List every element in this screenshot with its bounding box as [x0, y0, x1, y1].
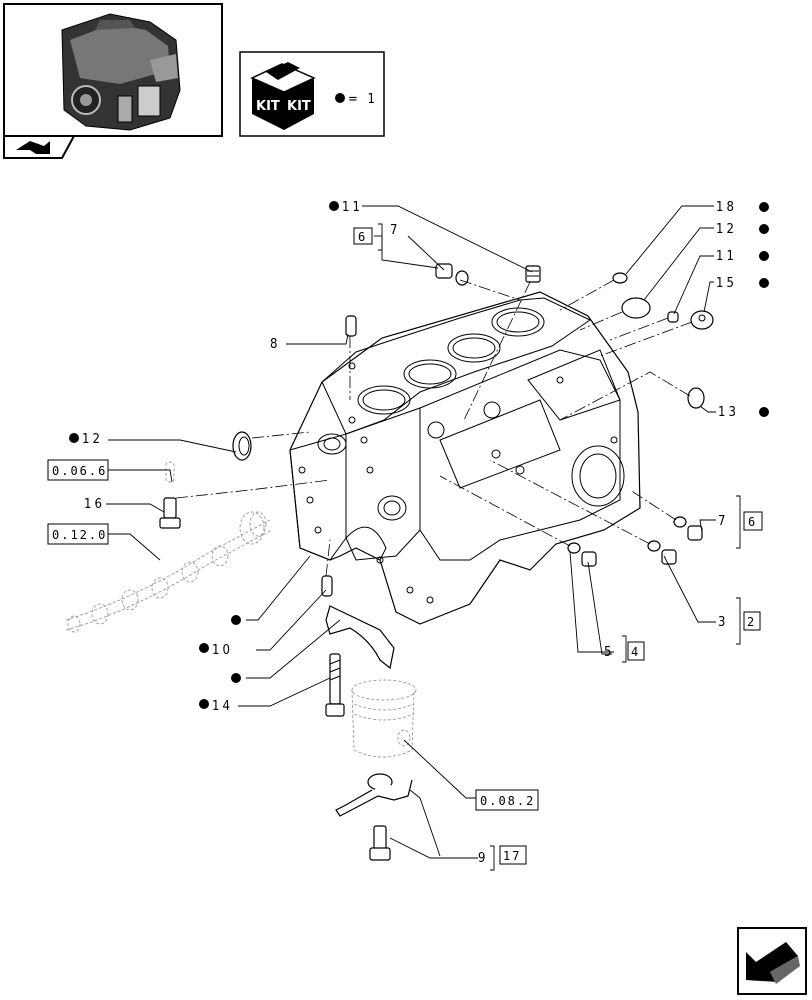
callout-12-left[interactable]: 12 [82, 432, 103, 447]
leader-lines [106, 205, 741, 871]
callout-9[interactable]: 9 [478, 851, 488, 866]
ref-box-0-08-2 [475, 789, 539, 811]
callout-3[interactable]: 3 [718, 615, 728, 630]
callout-box-6-left [353, 227, 373, 245]
nav-back-tab[interactable] [3, 135, 76, 159]
kit-equals-label: = 1 [348, 92, 378, 107]
callouts: 11 6 7 8 12 0.06.6 16 0.12.0 10 14 0.08.… [47, 200, 769, 866]
ghost-dowel [165, 461, 175, 483]
bullet-dot-icon [231, 615, 241, 625]
callout-11-top[interactable]: 11 [342, 200, 363, 215]
camshaft-ghost [65, 511, 273, 633]
engine-thumbnail-icon [61, 13, 181, 131]
callout-box-6-right [743, 511, 763, 531]
engine-block [289, 291, 641, 625]
callout-10[interactable]: 10 [212, 643, 233, 658]
kit-box-icon: KIT KIT [250, 62, 316, 130]
nav-back-arrow-icon [16, 141, 50, 154]
plug-13[interactable] [687, 387, 705, 409]
bullet-dot-icon [199, 699, 209, 709]
ref-box-0-12-0 [47, 523, 109, 545]
callout-box-17 [499, 845, 527, 865]
callout-17[interactable]: 17 [503, 849, 521, 863]
ref-0-08-2[interactable]: 0.08.2 [480, 794, 535, 808]
bullet-dot-icon [759, 251, 769, 261]
parts [159, 263, 714, 861]
callout-2[interactable]: 2 [747, 615, 756, 629]
bolt-14[interactable] [325, 653, 345, 717]
callout-11-right[interactable]: 11 [716, 249, 737, 264]
bullet-dot-icon [759, 202, 769, 212]
bullet-dot-icon [231, 673, 241, 683]
kit-text-right: KIT [287, 99, 311, 114]
callout-6-right[interactable]: 6 [748, 515, 757, 529]
engine-thumbnail[interactable] [3, 3, 223, 137]
callout-14[interactable]: 14 [212, 699, 233, 714]
plug-11-right[interactable] [667, 311, 679, 323]
callout-7-left[interactable]: 7 [390, 223, 400, 238]
plug-11-top[interactable] [525, 265, 541, 283]
ref-box-0-06-6 [47, 459, 109, 481]
callout-box-4 [627, 641, 645, 661]
callout-box-2 [743, 611, 761, 631]
plug-5[interactable] [567, 542, 597, 567]
center-lines [175, 279, 693, 577]
plug-3[interactable] [647, 540, 677, 565]
bolt-9[interactable] [369, 825, 391, 861]
callout-16[interactable]: 16 [84, 497, 105, 512]
ref-0-06-6[interactable]: 0.06.6 [52, 464, 107, 478]
seal-12-left[interactable] [232, 431, 252, 461]
bullet-dot-icon [329, 201, 339, 211]
callout-8[interactable]: 8 [270, 337, 280, 352]
kit-legend: KIT KIT = 1 [239, 51, 385, 137]
callout-4[interactable]: 4 [631, 645, 640, 659]
callout-18[interactable]: 18 [716, 200, 737, 215]
bullet-dot-icon [335, 93, 345, 103]
kit-text-left: KIT [256, 99, 280, 114]
callout-12-right[interactable]: 12 [716, 222, 737, 237]
callout-13[interactable]: 13 [718, 405, 739, 420]
bullet-dot-icon [759, 407, 769, 417]
bolt-16[interactable] [159, 497, 181, 529]
plug-7-right[interactable] [673, 516, 703, 541]
callout-6-left[interactable]: 6 [358, 230, 367, 244]
fitting-15[interactable] [690, 310, 714, 330]
callout-5[interactable]: 5 [604, 645, 614, 660]
callout-7-right[interactable]: 7 [718, 514, 728, 529]
dowel-8[interactable] [345, 315, 357, 337]
oil-jet[interactable] [335, 773, 413, 817]
next-page-arrow-icon [746, 942, 800, 984]
plug-18[interactable] [612, 272, 628, 284]
bullet-dot-icon [199, 643, 209, 653]
bearing-cap[interactable] [325, 605, 395, 670]
bullet-dot-icon [69, 433, 79, 443]
bullet-dot-icon [759, 278, 769, 288]
bullet-dot-icon [759, 224, 769, 234]
callout-15[interactable]: 15 [716, 276, 737, 291]
piston-ghost [351, 679, 417, 758]
cap-12-right[interactable] [621, 297, 651, 319]
plug-7-left[interactable] [435, 263, 469, 286]
next-page-button[interactable] [737, 927, 807, 995]
ref-0-12-0[interactable]: 0.12.0 [52, 528, 107, 542]
